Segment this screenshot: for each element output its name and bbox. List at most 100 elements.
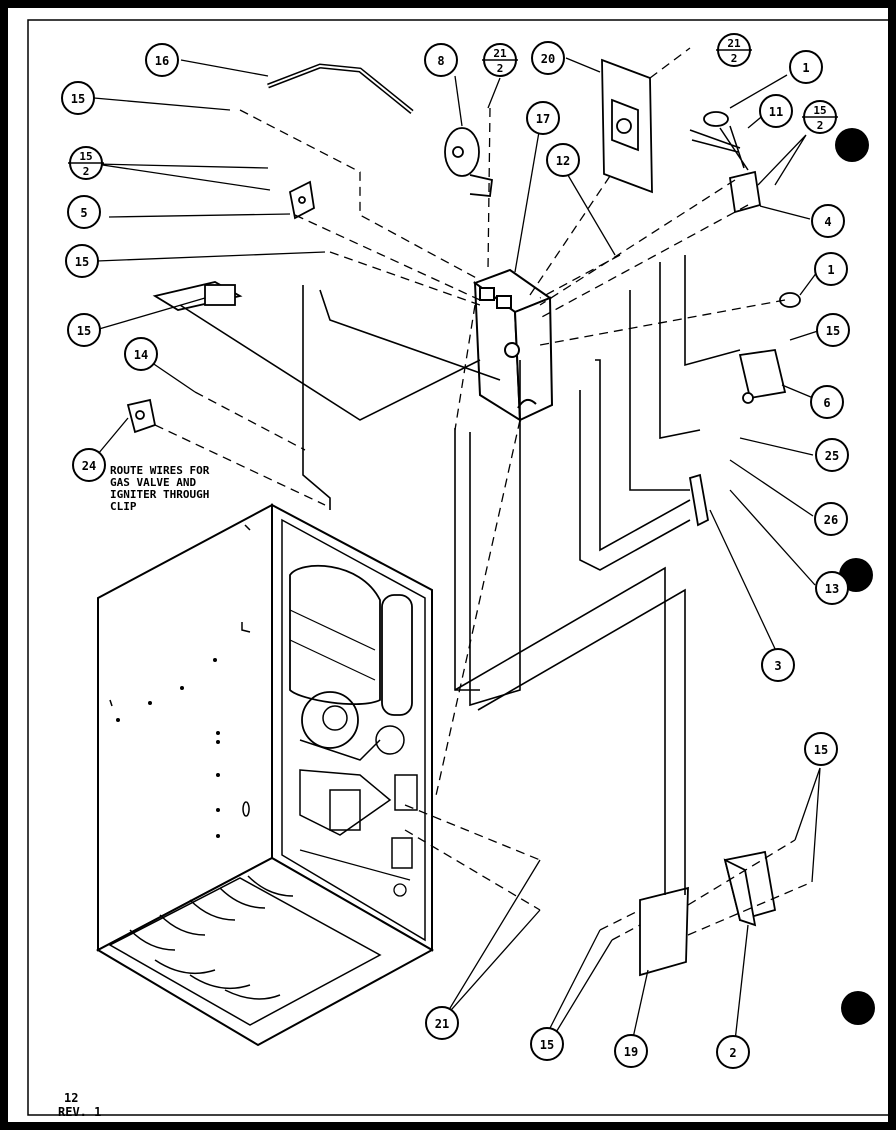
- callout-11: 11: [759, 94, 793, 128]
- fraction-denominator: 2: [817, 119, 824, 132]
- callout-15: 15: [67, 313, 101, 347]
- callout-label: 2: [729, 1046, 736, 1060]
- callout-label: 1: [802, 61, 809, 75]
- callout-label: 6: [823, 396, 830, 410]
- callout-label: 15: [71, 92, 85, 106]
- callout-circle: [424, 43, 458, 77]
- fraction-denominator: 2: [497, 62, 504, 75]
- callout-label: 17: [536, 112, 550, 126]
- callout-circle: [145, 43, 179, 77]
- callout-label: 15: [540, 1038, 554, 1052]
- callout-label: 15: [814, 743, 828, 757]
- revision-label: REV. 1: [58, 1105, 101, 1119]
- fraction-denominator: 2: [83, 165, 90, 178]
- furnace-cabinet: [95, 503, 435, 1047]
- callout-circle: [816, 313, 850, 347]
- callout-circle: [815, 438, 849, 472]
- cabinet-dots: [116, 658, 220, 838]
- callout-circle: [804, 732, 838, 766]
- callout-label: 15: [77, 324, 91, 338]
- punch-hole-3: [841, 991, 875, 1025]
- note-line-3: IGNITER THROUGH: [110, 488, 209, 501]
- callout-25: 25: [815, 438, 849, 472]
- callout-14: 14: [124, 337, 158, 371]
- fraction-callout-21-2: 212: [716, 33, 752, 67]
- dashed-lines: [154, 47, 813, 941]
- callout-circle: [526, 101, 560, 135]
- callout-circle: [530, 1027, 564, 1061]
- callout-circle: [810, 385, 844, 419]
- callout-label: 25: [825, 449, 839, 463]
- callout-26: 26: [814, 502, 848, 536]
- callout-label: 15: [75, 255, 89, 269]
- callout-circle: [759, 94, 793, 128]
- callout-3: 3: [761, 648, 795, 682]
- callout-15: 15: [65, 244, 99, 278]
- inner-frame: [27, 19, 891, 1116]
- callout-label: 24: [82, 459, 96, 473]
- callout-label: 14: [134, 348, 148, 362]
- callout-circle: [425, 1006, 459, 1040]
- control-box: [472, 268, 554, 422]
- callout-1: 1: [814, 252, 848, 286]
- callout-circle: [789, 50, 823, 84]
- callout-label: 13: [825, 582, 839, 596]
- callout-16: 16: [145, 43, 179, 77]
- fraction-numerator: 15: [813, 104, 826, 117]
- page-number: 12: [64, 1091, 78, 1105]
- callout-circle: [814, 252, 848, 286]
- callout-24: 24: [72, 448, 106, 482]
- callout-label: 8: [437, 54, 444, 68]
- callout-1: 1: [789, 50, 823, 84]
- callout-circle: [61, 81, 95, 115]
- callout-15: 15: [804, 732, 838, 766]
- callout-label: 11: [769, 105, 783, 119]
- fraction-numerator: 21: [493, 47, 507, 60]
- fraction-callout-21-2: 212: [482, 43, 518, 77]
- callout-circle: [814, 502, 848, 536]
- note-line-2: GAS VALVE AND: [110, 476, 196, 489]
- callout-circle: [65, 244, 99, 278]
- callout-15: 15: [530, 1027, 564, 1061]
- callout-label: 16: [155, 54, 169, 68]
- callout-label: 19: [624, 1045, 638, 1059]
- callout-label: 12: [556, 154, 570, 168]
- callout-2: 2: [716, 1035, 750, 1069]
- fraction-callout-15-2: 152: [68, 146, 104, 180]
- callout-12: 12: [546, 143, 580, 177]
- callout-6: 6: [810, 385, 844, 419]
- callout-circle: [124, 337, 158, 371]
- callout-circle: [67, 195, 101, 229]
- callout-8: 8: [424, 43, 458, 77]
- callout-label: 21: [435, 1017, 449, 1031]
- note-line-4: CLIP: [110, 500, 137, 513]
- callout-5: 5: [67, 195, 101, 229]
- callout-layer: 16 8 20 1 15 17 11 12 5 4 15 1 15 15 14 6 25 24 26 13 3 15 21 1…: [61, 41, 850, 1069]
- fraction-callout-15-2: 152: [802, 100, 838, 134]
- callout-circle: [761, 648, 795, 682]
- callout-20: 20: [531, 41, 565, 75]
- callout-circle: [614, 1034, 648, 1068]
- callout-21: 21: [425, 1006, 459, 1040]
- fraction-numerator: 21: [727, 37, 741, 50]
- callout-label: 3: [774, 659, 781, 673]
- callout-circle: [815, 571, 849, 605]
- callout-circle: [72, 448, 106, 482]
- leader-lines: [92, 57, 822, 1051]
- callout-label: 5: [80, 206, 87, 220]
- callout-circle: [716, 1035, 750, 1069]
- callout-circle: [546, 143, 580, 177]
- callout-circle: [811, 204, 845, 238]
- note-line-1: ROUTE WIRES FOR: [110, 464, 210, 477]
- callout-15: 15: [816, 313, 850, 347]
- routing-note: ROUTE WIRES FOR GAS VALVE AND IGNITER TH…: [110, 464, 210, 513]
- wire-routes: [179, 255, 741, 895]
- callout-label: 26: [824, 513, 838, 527]
- fraction-numerator: 15: [79, 150, 92, 163]
- callout-label: 4: [824, 215, 831, 229]
- callout-label: 20: [541, 52, 555, 66]
- callout-circle: [67, 313, 101, 347]
- punch-hole-1: [835, 128, 869, 162]
- callout-17: 17: [526, 101, 560, 135]
